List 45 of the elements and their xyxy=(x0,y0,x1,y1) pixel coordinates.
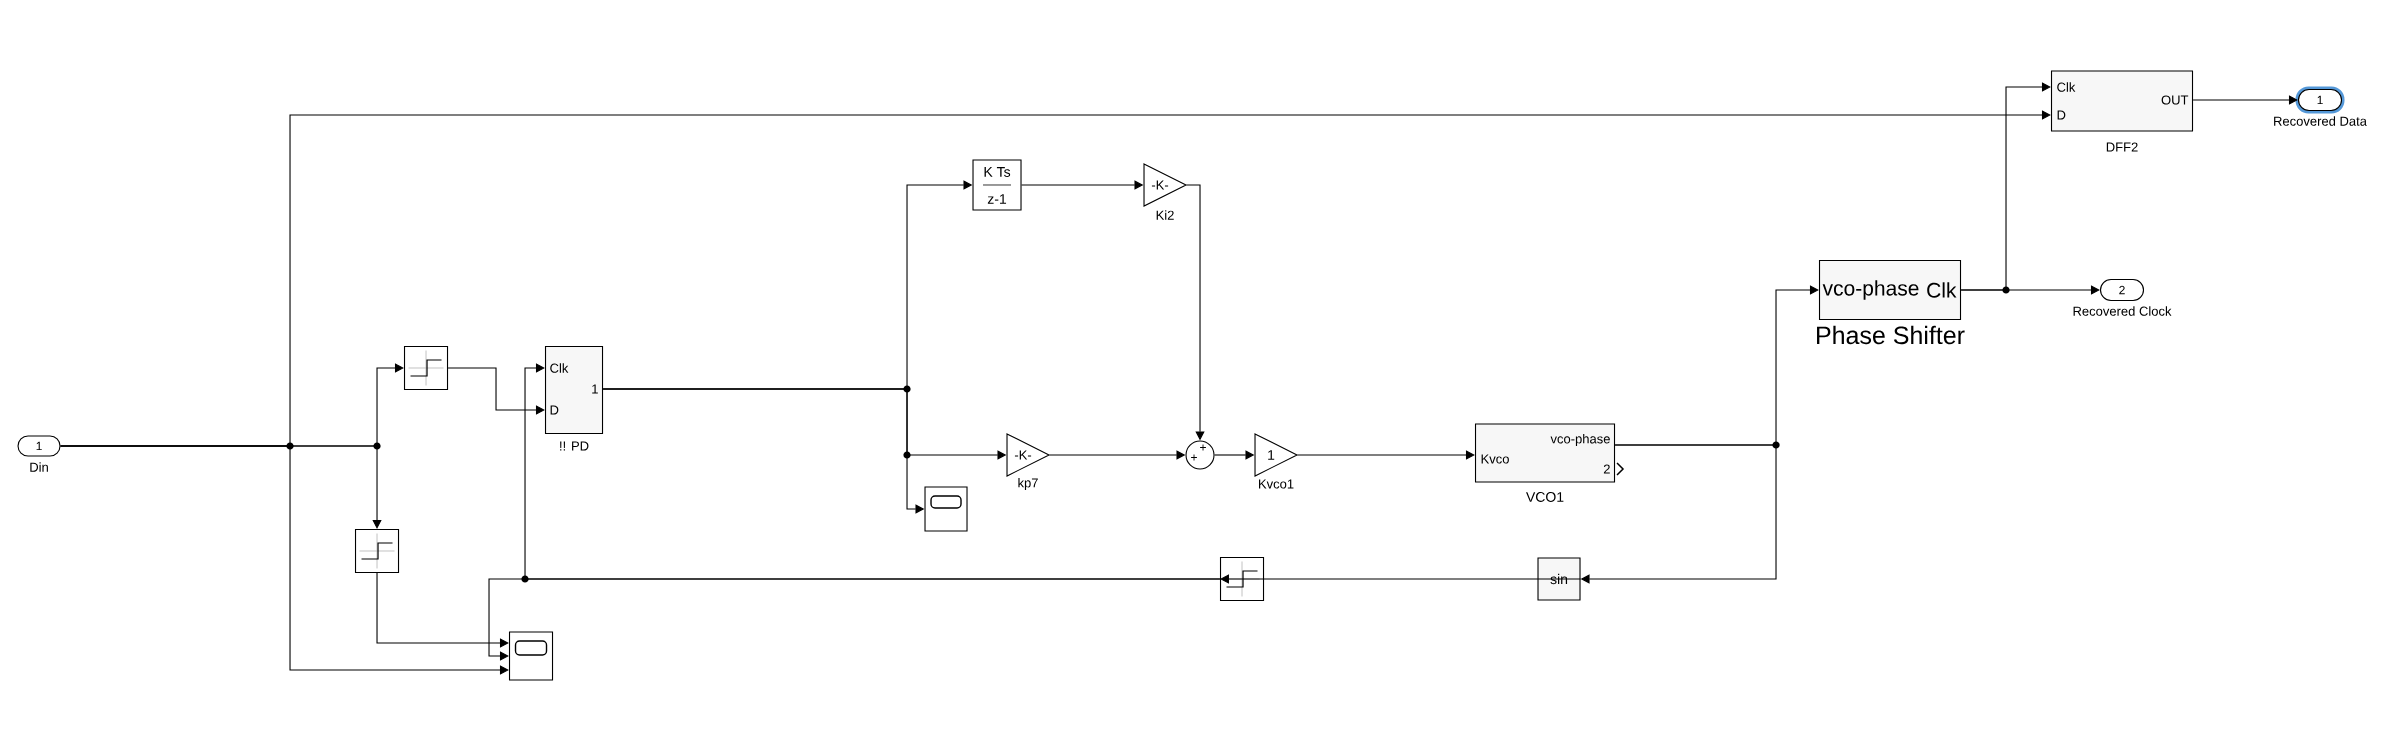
arrow xyxy=(376,572,509,648)
block-label: DFF2 xyxy=(2106,142,2138,152)
port-block: 2 xyxy=(2099,278,2145,302)
block-label: !! PD xyxy=(560,441,589,451)
node-label: OUT xyxy=(2161,95,2189,105)
gain-block: -K- xyxy=(1143,163,1188,207)
arrow xyxy=(447,367,545,415)
arrow xyxy=(60,445,509,675)
gain-block: -K- xyxy=(1006,433,1051,477)
subsystem-block: Clk D OUT xyxy=(2050,70,2194,132)
node-label: Clk xyxy=(2057,82,2076,92)
node-label: Kvco xyxy=(1481,454,1509,464)
subsystem-block: Clk D 1 xyxy=(544,345,604,435)
integrator-block: K Ts z-1 xyxy=(972,159,1022,211)
gain-block: 1 xyxy=(1254,433,1299,477)
node-label: Clk xyxy=(550,363,569,373)
subsystem-block: vco-phase Clk xyxy=(1818,259,1962,321)
block-label: Recovered Clock xyxy=(2073,306,2172,316)
block-label: VCO1 xyxy=(1526,492,1564,502)
relay-block xyxy=(403,345,449,391)
node-label: D xyxy=(2057,110,2066,120)
node-label: D xyxy=(550,405,559,415)
arrow xyxy=(2192,95,2298,105)
subsystem-block: sin xyxy=(1537,557,1581,601)
block-label: kp7 xyxy=(1018,477,1038,491)
arrow xyxy=(1960,82,2051,291)
node-label: vco-phase xyxy=(1550,433,1610,447)
node-label: 1 xyxy=(592,384,598,394)
sum-block: + + xyxy=(1185,440,1215,470)
port-block: 1 xyxy=(2295,86,2345,114)
node-label: 2 xyxy=(1603,464,1610,474)
scope-block xyxy=(508,631,554,681)
block-label: Recovered Data xyxy=(2274,116,2367,126)
subsystem-block: Kvco vco-phase 2 xyxy=(1474,423,1616,483)
arrow xyxy=(1220,574,1582,584)
port-block: 1 xyxy=(17,435,61,457)
arrow xyxy=(1297,450,1475,460)
block-label: Din xyxy=(30,462,48,472)
scope-block xyxy=(924,486,968,532)
block-label: Kvco1 xyxy=(1259,479,1294,489)
block-label: Ki2 xyxy=(1156,210,1174,220)
arrow xyxy=(488,578,1221,661)
block-label: Phase Shifter xyxy=(1817,325,1965,345)
relay-block xyxy=(1219,556,1265,602)
relay-block xyxy=(354,528,400,574)
